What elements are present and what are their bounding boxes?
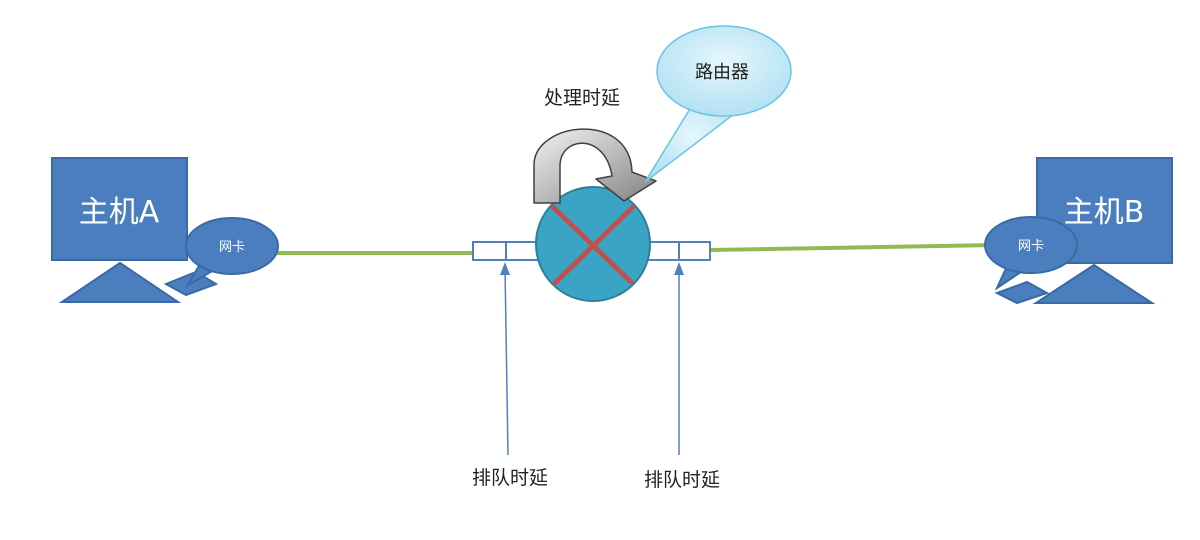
input-queue-buffer [472, 241, 540, 261]
router-callout-bubble [656, 25, 792, 117]
router-callout-label: 路由器 [695, 62, 749, 83]
host-b-nic [984, 216, 1078, 274]
router-cross-line-2 [552, 204, 636, 286]
host-a: 主机A 网卡 [51, 157, 279, 303]
host-a-monitor [51, 157, 188, 261]
queue-delay-pointer-right [674, 262, 684, 455]
queue-delay-label-left: 排队时延 [472, 467, 548, 489]
processing-delay-label: 处理时延 [544, 87, 620, 109]
queue-delay-label-right: 排队时延 [644, 469, 720, 491]
queue-delay-pointer-left [500, 262, 510, 456]
host-b-nic-label: 网卡 [1018, 239, 1044, 254]
output-queue-buffer [647, 241, 711, 261]
host-b-label: 主机B [1064, 195, 1145, 230]
host-a-nic-label: 网卡 [219, 240, 245, 255]
host-a-nic [185, 217, 279, 275]
link-router-to-host-b [709, 243, 996, 252]
host-b-stand [1032, 263, 1156, 304]
router [535, 186, 651, 302]
host-a-label: 主机A [79, 195, 160, 230]
processing-delay-arrow [533, 128, 657, 204]
router-callout: 路由器 [644, 25, 792, 183]
host-a-stand [58, 261, 182, 303]
host-b: 网卡 主机B [984, 157, 1173, 305]
host-b-keyboard [994, 280, 1050, 305]
